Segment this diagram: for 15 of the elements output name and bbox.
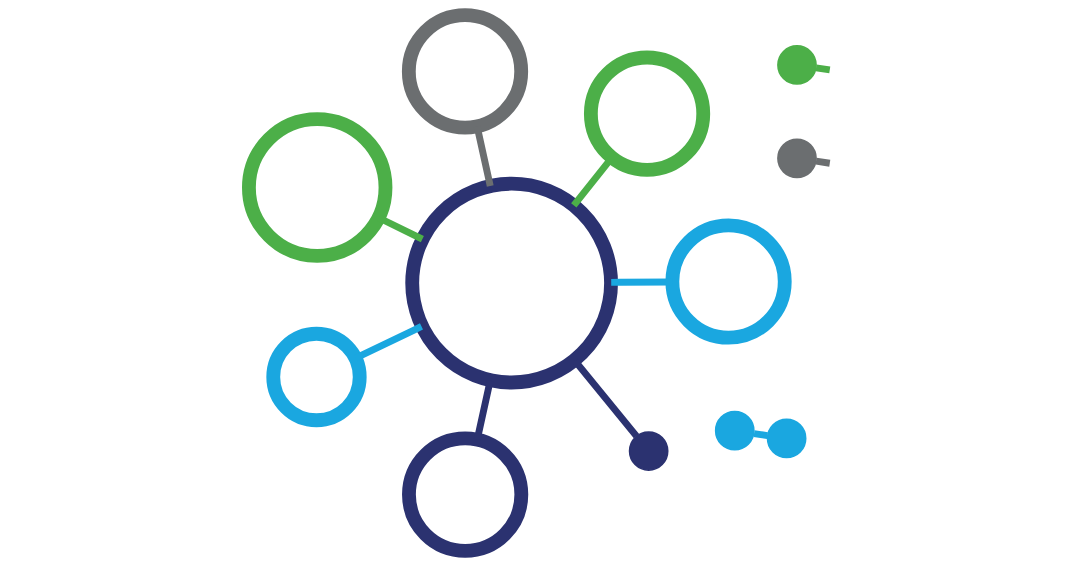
connector (815, 64, 831, 74)
node-circle (402, 431, 529, 558)
node-circle (405, 176, 618, 390)
connector (815, 157, 831, 167)
node-circle (583, 50, 711, 177)
connector (753, 430, 768, 439)
node-circle (777, 45, 817, 85)
node-circle (242, 112, 393, 263)
node-circle (766, 418, 807, 459)
node-circle (714, 410, 755, 451)
node-circle (665, 218, 792, 345)
node-circle (777, 138, 817, 179)
node-circle (266, 326, 367, 428)
node-circle (401, 8, 529, 135)
node-circle (628, 431, 669, 471)
